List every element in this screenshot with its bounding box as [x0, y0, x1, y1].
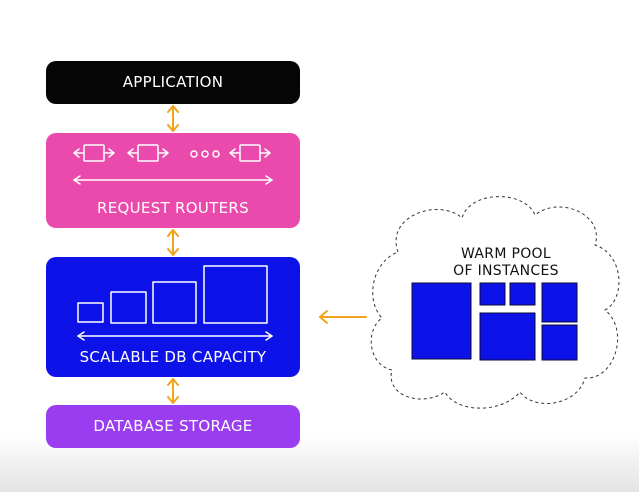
capacity-square-4 [203, 265, 268, 324]
request-routers-block: REQUEST ROUTERS [46, 133, 300, 228]
instance-medium-wide [479, 312, 536, 361]
instance-small-2 [509, 282, 536, 306]
warm-pool-title-line1: WARM POOL [461, 246, 551, 262]
router-icon [229, 144, 271, 162]
scalable-capacity-block: SCALABLE DB CAPACITY [46, 257, 300, 377]
routers-drawing [73, 144, 273, 185]
arrow-app-routers [167, 105, 179, 132]
scalable-capacity-label: SCALABLE DB CAPACITY [79, 348, 267, 366]
arrow-routers-capacity [167, 229, 179, 256]
capacity-square-3 [152, 281, 197, 324]
database-storage-label: DATABASE STORAGE [93, 417, 253, 435]
ellipsis-icon [190, 150, 220, 158]
instance-medium-bottom [541, 324, 578, 361]
instance-medium-top [541, 282, 578, 323]
capacity-drawing [77, 265, 273, 341]
application-block: APPLICATION [46, 61, 300, 104]
capacity-square-1 [77, 302, 104, 323]
database-storage-block: DATABASE STORAGE [46, 405, 300, 448]
capacity-square-2 [110, 291, 147, 324]
warm-pool-instances [411, 282, 578, 361]
application-label: APPLICATION [122, 73, 224, 91]
scale-double-arrow [73, 175, 273, 185]
router-icon [73, 144, 115, 162]
arrow-capacity-storage [167, 378, 179, 404]
router-icon [127, 144, 169, 162]
request-routers-label: REQUEST ROUTERS [97, 199, 249, 217]
scale-double-arrow [77, 331, 273, 341]
warm-pool-title-line2: OF INSTANCES [453, 263, 559, 279]
instance-large [411, 282, 472, 360]
instance-small-1 [479, 282, 506, 306]
arrow-pool-to-capacity [319, 310, 367, 324]
